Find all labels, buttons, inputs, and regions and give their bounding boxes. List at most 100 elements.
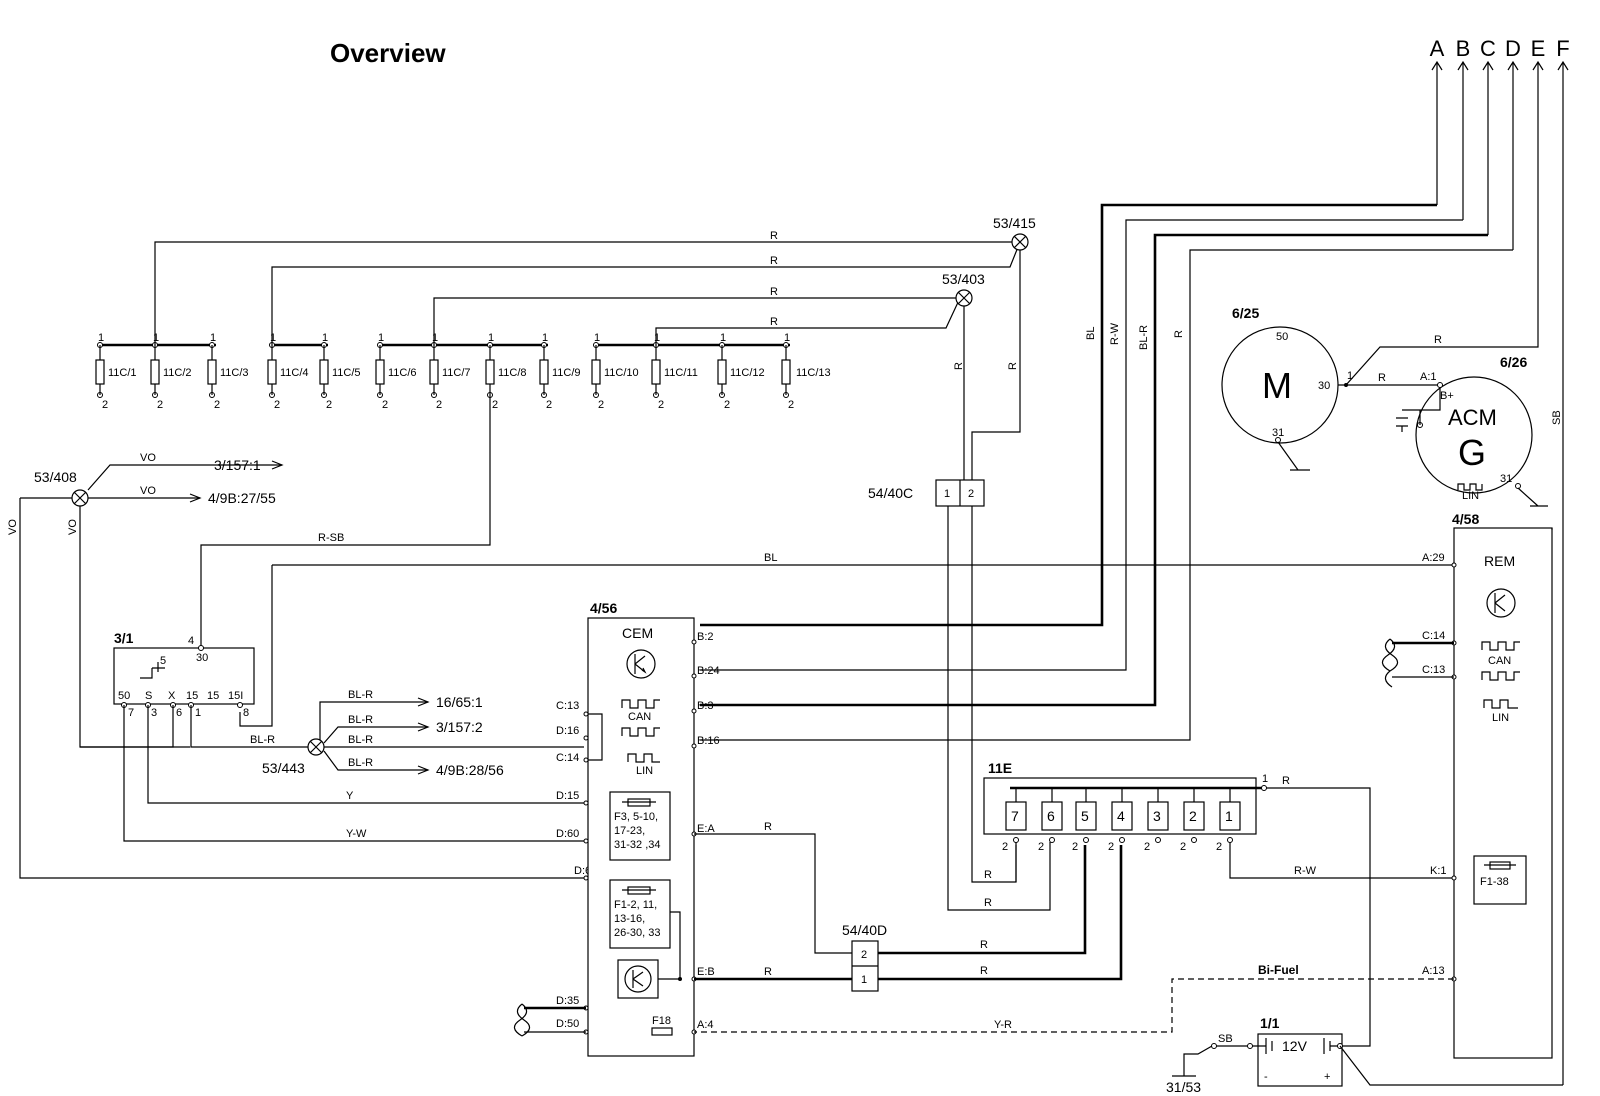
svg-text:3/1: 3/1 xyxy=(114,630,134,646)
svg-text:1: 1 xyxy=(1225,808,1233,824)
svg-text:11C/1: 11C/1 xyxy=(108,367,137,379)
svg-text:6/26: 6/26 xyxy=(1500,354,1527,370)
svg-text:11C/3: 11C/3 xyxy=(220,367,249,379)
svg-text:1/1: 1/1 xyxy=(1260,1015,1280,1031)
svg-text:R: R xyxy=(1378,372,1386,384)
svg-text:15: 15 xyxy=(186,690,198,702)
top-connectors: A B C D E F xyxy=(1430,36,1570,1085)
spark-coil-row: 12 11C/1 12 11C/2 12 11C/3 12 11C/4 xyxy=(95,332,831,411)
svg-text:30: 30 xyxy=(196,652,208,664)
svg-text:11C/12: 11C/12 xyxy=(730,367,765,379)
svg-text:BL-R: BL-R xyxy=(348,714,373,726)
svg-text:SB: SB xyxy=(1218,1033,1233,1045)
svg-text:BL-R: BL-R xyxy=(348,689,373,701)
svg-text:2: 2 xyxy=(788,399,794,411)
svg-text:A:1: A:1 xyxy=(1420,371,1437,383)
svg-text:Y: Y xyxy=(346,790,354,802)
svg-text:3/157:1: 3/157:1 xyxy=(214,457,261,473)
svg-text:30: 30 xyxy=(1318,380,1330,392)
svg-text:2: 2 xyxy=(861,949,867,961)
svg-text:3/157:2: 3/157:2 xyxy=(436,719,483,735)
svg-text:1: 1 xyxy=(488,332,494,344)
svg-text:LIN: LIN xyxy=(1462,490,1479,502)
svg-text:CAN: CAN xyxy=(628,711,651,723)
svg-text:CEM: CEM xyxy=(622,625,653,641)
svg-text:F1-2, 11,: F1-2, 11, xyxy=(614,899,657,911)
svg-text:4/56: 4/56 xyxy=(590,600,617,616)
svg-text:50: 50 xyxy=(118,690,130,702)
rem-module: 4/58 REM CAN LIN F1-38 A:29 C:14 C:13 K:… xyxy=(1422,511,1553,1059)
svg-text:2: 2 xyxy=(968,488,974,500)
svg-text:2: 2 xyxy=(102,399,108,411)
svg-text:11C/2: 11C/2 xyxy=(163,367,192,379)
svg-text:Y-W: Y-W xyxy=(346,828,367,840)
svg-text:15: 15 xyxy=(207,690,219,702)
svg-text:2: 2 xyxy=(598,399,604,411)
svg-text:R: R xyxy=(984,897,992,909)
svg-text:D:6: D:6 xyxy=(574,865,591,877)
svg-text:REM: REM xyxy=(1484,553,1515,569)
svg-text:11C/11: 11C/11 xyxy=(664,367,698,379)
svg-text:1: 1 xyxy=(944,488,950,500)
svg-text:2: 2 xyxy=(1072,841,1078,853)
svg-text:4/9B:28/56: 4/9B:28/56 xyxy=(436,762,504,778)
spark-coil-10: 12 11C/10 xyxy=(591,332,639,411)
alternator-6-26: 6/26 A:1 B+ ACM G LIN 31 xyxy=(1396,354,1548,507)
svg-text:1: 1 xyxy=(861,974,867,986)
svg-text:D:50: D:50 xyxy=(556,1018,579,1030)
connector-d: D xyxy=(1505,36,1521,61)
svg-text:11E: 11E xyxy=(988,760,1012,776)
svg-text:M: M xyxy=(1262,365,1292,406)
svg-text:12V: 12V xyxy=(1282,1038,1308,1054)
spark-coil-5: 12 11C/5 xyxy=(319,332,361,411)
svg-text:17-23,: 17-23, xyxy=(614,825,645,837)
spark-coil-8: 1 2 11C/8 xyxy=(485,332,527,411)
svg-text:11C/13: 11C/13 xyxy=(796,367,831,379)
spark-coil-1: 12 11C/1 xyxy=(95,332,137,411)
svg-text:R: R xyxy=(1007,362,1019,370)
svg-text:6: 6 xyxy=(176,707,182,719)
svg-text:R: R xyxy=(770,230,778,242)
wire-label-rw: R-W xyxy=(1109,322,1121,345)
svg-text:54/40D: 54/40D xyxy=(842,922,887,938)
splice-53-403: 53/403 xyxy=(942,271,985,307)
svg-text:F3, 5-10,: F3, 5-10, xyxy=(614,811,658,823)
connector-c: C xyxy=(1480,36,1496,61)
svg-text:2: 2 xyxy=(492,399,498,411)
wire-label-bl: BL xyxy=(1085,327,1097,340)
svg-text:53/443: 53/443 xyxy=(262,760,305,776)
svg-text:2: 2 xyxy=(658,399,664,411)
svg-text:1: 1 xyxy=(784,332,790,344)
svg-text:31-32 ,34: 31-32 ,34 xyxy=(614,839,660,851)
svg-text:B:3: B:3 xyxy=(697,700,714,712)
svg-text:1: 1 xyxy=(153,332,159,344)
svg-text:Bi-Fuel: Bi-Fuel xyxy=(1258,963,1299,977)
svg-text:-: - xyxy=(1264,1071,1268,1083)
ignition-switch-3-1: 3/1 4 30 5 50 S X 15 15 15I 7 3 6 1 8 xyxy=(113,630,255,719)
svg-text:11C/4: 11C/4 xyxy=(280,367,309,379)
svg-text:4/9B:27/55: 4/9B:27/55 xyxy=(208,490,276,506)
svg-text:+: + xyxy=(1324,1071,1330,1083)
svg-text:11C/7: 11C/7 xyxy=(442,367,471,379)
svg-text:VO: VO xyxy=(140,485,156,497)
svg-text:2: 2 xyxy=(274,399,280,411)
svg-text:1: 1 xyxy=(322,332,328,344)
starter-motor-6-25: 6/25 M 50 30 31 xyxy=(1221,305,1339,471)
svg-text:C:14: C:14 xyxy=(556,752,579,764)
cem-module: 4/56 CEM CAN LIN F3, 5-10, 17-23, 31-32 … xyxy=(556,600,720,1057)
svg-text:R: R xyxy=(980,939,988,951)
svg-text:2: 2 xyxy=(1144,841,1150,853)
svg-text:1: 1 xyxy=(378,332,384,344)
svg-text:SB: SB xyxy=(1551,410,1563,425)
svg-text:BL-R: BL-R xyxy=(348,757,373,769)
svg-text:4: 4 xyxy=(1117,808,1125,824)
svg-text:1: 1 xyxy=(195,707,201,719)
svg-text:1: 1 xyxy=(1262,773,1268,785)
svg-text:R: R xyxy=(770,316,778,328)
svg-text:54/40C: 54/40C xyxy=(868,485,913,501)
svg-text:X: X xyxy=(168,690,176,702)
svg-text:2: 2 xyxy=(724,399,730,411)
splice-53-408: 53/408 xyxy=(34,469,89,507)
svg-text:E:A: E:A xyxy=(697,823,715,835)
svg-text:11C/8: 11C/8 xyxy=(498,367,527,379)
